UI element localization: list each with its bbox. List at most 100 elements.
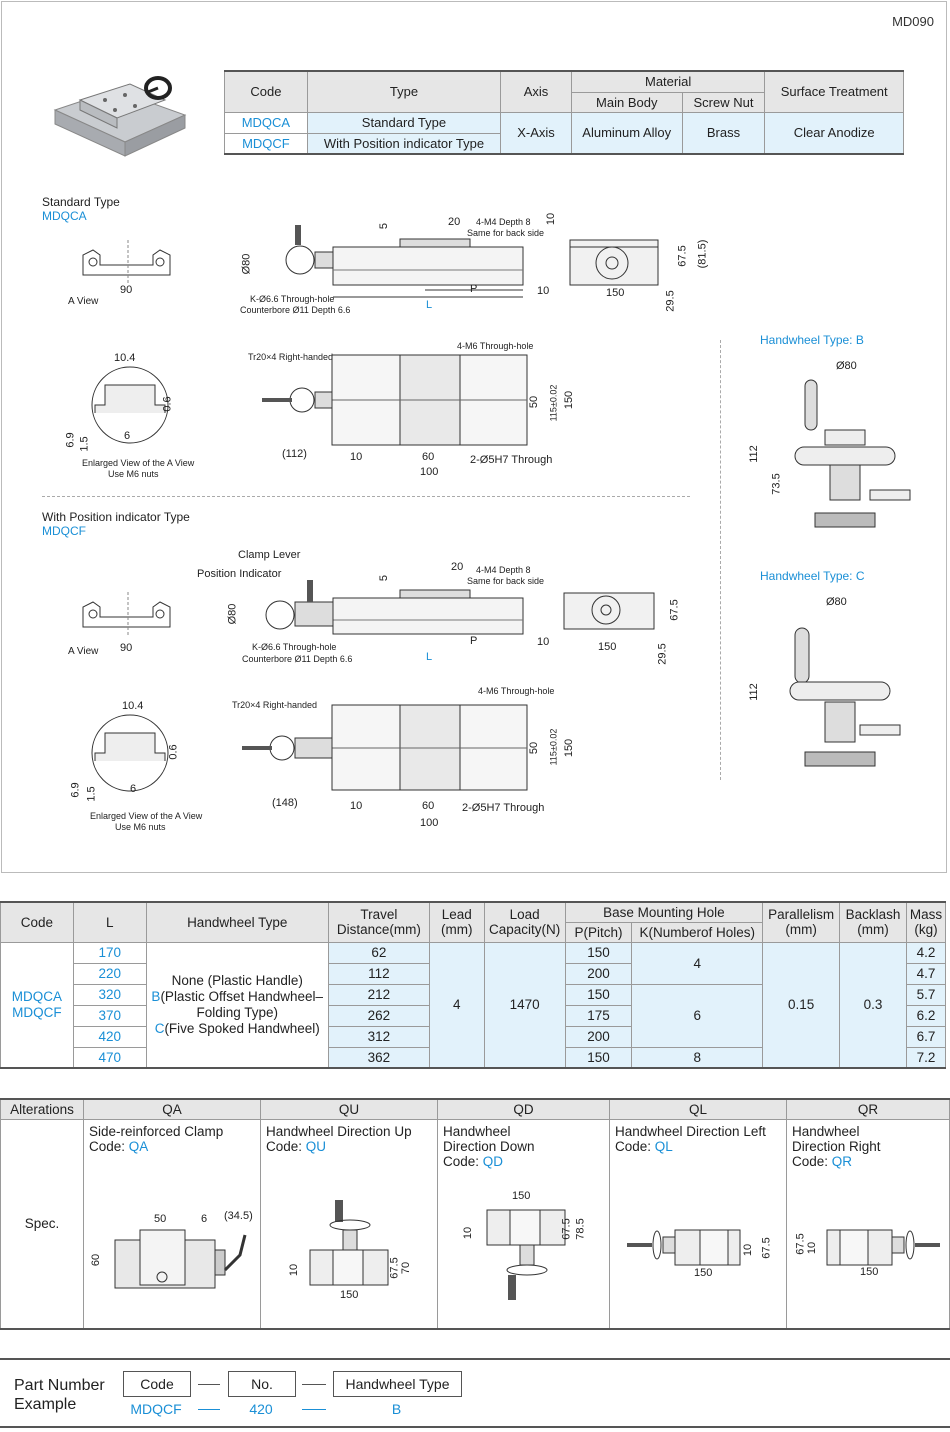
side-view-drawing	[285, 225, 524, 298]
enlarged-label: Enlarged View of the A View	[82, 458, 195, 468]
clamp-lever-label: Clamp Lever	[238, 549, 301, 561]
alt-qr-drawing	[826, 1229, 940, 1266]
alt-ql-code: Code: QL	[615, 1139, 781, 1154]
th-qd: QD	[437, 1098, 610, 1120]
k-cell: 8	[631, 1046, 764, 1069]
dim-29-5-2: 29.5	[656, 643, 669, 665]
dim-20: 20	[448, 216, 461, 228]
alt-code: QD	[482, 1153, 504, 1169]
enlarged-view-drawing	[91, 366, 169, 444]
same-side-label-2: Same for back side	[467, 576, 545, 586]
pn-dash	[302, 1384, 326, 1385]
alt-qu-cell: Handwheel Direction Up Code: QU	[260, 1118, 438, 1330]
th-code: Code	[224, 70, 308, 113]
end-view-drawing-2	[563, 592, 655, 630]
spec-table: Code Type Axis Material Surface Treatmen…	[224, 70, 904, 155]
section-indicator-title: With Position indicator Type MDQCF	[42, 510, 190, 538]
qa-dim-50: 50	[154, 1213, 167, 1225]
top-view-drawing-2	[242, 704, 528, 791]
standard-title: Standard Type	[42, 195, 120, 209]
L-cell: 220	[72, 962, 147, 985]
hw-c-code: C	[154, 1020, 165, 1036]
dim-81-5: (81.5)	[696, 239, 709, 269]
dim-150-v-2: 150	[563, 738, 576, 758]
product-photo	[53, 76, 187, 157]
qd-dim-78-5: 78.5	[574, 1218, 587, 1240]
alt-qr-desc1: Handwheel	[792, 1123, 860, 1139]
alt-qr-cell: Handwheel Direction Right Code: QR	[786, 1118, 950, 1330]
pn-title2: Example	[14, 1396, 77, 1413]
dim-90-2: 90	[120, 642, 133, 654]
dim-10-4: 10.4	[114, 352, 136, 364]
th-k: K(Numberof Holes)	[631, 921, 764, 943]
qd-dim-150: 150	[512, 1190, 531, 1202]
surface-cell: Clear Anodize	[764, 111, 904, 155]
pn-dash-blue	[198, 1409, 220, 1410]
pn-title1: Part Number	[14, 1377, 105, 1394]
th-qa: QA	[83, 1098, 261, 1120]
dim-115: 115±0.02	[548, 384, 559, 422]
drawing-frame	[1, 1, 947, 873]
code-label: Code:	[443, 1153, 480, 1169]
dim-P: P	[470, 283, 478, 295]
dim-67-5: 67.5	[676, 245, 689, 267]
pitch-cell: 150	[564, 1046, 633, 1069]
m6-nuts-label: Use M6 nuts	[108, 469, 159, 479]
L-cell: 370	[72, 1004, 147, 1027]
qr-dim-10: 10	[806, 1241, 819, 1255]
dim-20-2: 20	[451, 561, 464, 573]
hw-b: (Plastic Offset Handwheel– Folding Type)	[160, 988, 324, 1020]
through-label: 2-Ø5H7 Through	[470, 454, 553, 466]
main-table: Code L Handwheel Type Travel Distance(mm…	[0, 901, 947, 1069]
dim-5-2: 5	[378, 574, 391, 582]
dim-6: 6	[124, 430, 131, 442]
th-handwheel-type: Handwheel Type	[145, 901, 329, 943]
pn-hw-value: B	[391, 1401, 402, 1417]
dim-148p: (148)	[272, 797, 298, 809]
dim-10b-2: 10	[350, 800, 363, 812]
standard-code: MDQCA	[42, 209, 87, 223]
code-f: MDQCF	[12, 1004, 62, 1020]
L-cell: 420	[72, 1025, 147, 1048]
end-view-drawing	[569, 239, 659, 286]
dim-10-4-2: 10.4	[122, 700, 144, 712]
code-label: Code:	[615, 1138, 652, 1154]
hw-b-d80: Ø80	[836, 360, 857, 372]
qa-dim-6: 6	[201, 1213, 208, 1225]
code-a: MDQCA	[11, 988, 63, 1004]
qd-dim-10: 10	[462, 1226, 475, 1240]
dim-60: 60	[422, 451, 435, 463]
th-axis: Axis	[500, 70, 572, 113]
mass-cell: 4.7	[905, 962, 947, 985]
handwheel-c-title: Handwheel Type: C	[760, 569, 865, 583]
screw-nut-cell: Brass	[681, 111, 766, 155]
alt-qr-code: Code: QR	[792, 1154, 944, 1169]
alt-qd-code: Code: QD	[443, 1154, 604, 1169]
travel-cell: 212	[327, 983, 430, 1006]
hw-c: (Five Spoked Handwheel)	[164, 1020, 320, 1036]
th-base: Base Mounting Hole	[564, 901, 764, 923]
dim-10-2: 10	[537, 636, 550, 648]
dim-0-6: 0.6	[161, 396, 174, 412]
th-type: Type	[306, 70, 502, 113]
travel-cell: 112	[327, 962, 430, 985]
a-view-label: A View	[68, 296, 99, 307]
mass-cell: 6.7	[905, 1025, 947, 1048]
pn-dash-blue	[302, 1409, 326, 1410]
pn-code-header: Code	[123, 1371, 191, 1397]
alt-qa-desc: Side-reinforced Clamp	[89, 1123, 224, 1139]
dim-150-v: 150	[563, 390, 576, 410]
alt-qu-code: Code: QU	[266, 1139, 432, 1154]
same-side-label: Same for back side	[467, 228, 545, 238]
m6-hole-label-2: 4-M6 Through-hole	[478, 686, 555, 696]
enlarged-label-2: Enlarged View of the A View	[90, 811, 203, 821]
alt-qd-desc2: Direction Down	[443, 1138, 535, 1154]
pitch-cell: 175	[564, 1004, 633, 1027]
code-label: Code:	[792, 1153, 829, 1169]
pitch-cell: 200	[564, 1025, 633, 1048]
m4-label-2: 4-M4 Depth 8	[476, 565, 531, 575]
th-load: Load Capacity(N)	[483, 901, 566, 943]
hw-cell: None (Plastic Handle) B(Plastic Offset H…	[145, 941, 329, 1069]
L-cell: 170	[72, 941, 147, 964]
th-lead: Lead (mm)	[428, 901, 485, 943]
